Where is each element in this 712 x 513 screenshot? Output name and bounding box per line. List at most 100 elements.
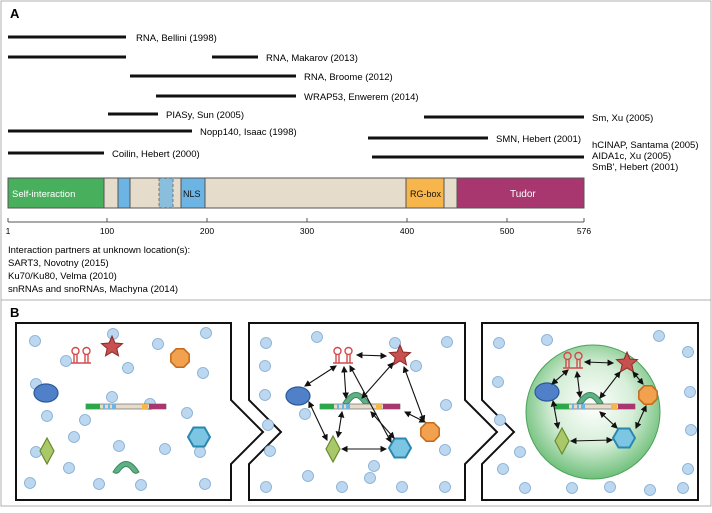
star-protein-icon (615, 350, 639, 373)
interaction-arrow (551, 369, 569, 385)
label-hcinap: hCINAP, Santama (2005) (592, 140, 699, 151)
rna-stem-icon (73, 354, 78, 363)
mini-nls (581, 404, 585, 409)
background-dot (410, 360, 422, 372)
label-rna-makarov: RNA, Makarov (2013) (266, 53, 358, 64)
tick-300: 300 (300, 226, 314, 236)
oval-protein-icon (534, 382, 560, 402)
label-nopp140: Nopp140, Isaac (1998) (200, 127, 297, 138)
rg-box-label: RG-box (410, 189, 442, 199)
rna-loop-icon (82, 346, 91, 356)
background-dot (566, 482, 578, 494)
background-dot (113, 440, 125, 452)
background-dot (159, 443, 171, 455)
hexagon-protein-icon (611, 427, 637, 449)
interaction-arrow (550, 399, 561, 430)
panel-b-label: B (10, 305, 19, 320)
background-dot (684, 386, 696, 398)
background-dot (494, 414, 506, 426)
tudor-label: Tudor (510, 189, 536, 200)
background-dot (497, 463, 509, 475)
unknown-item-2: Ku70/Ku80, Velma (2010) (8, 271, 117, 282)
background-dot (364, 472, 376, 484)
background-dot (264, 445, 276, 457)
oval-protein-icon (33, 383, 59, 403)
self-interaction-domain (8, 178, 104, 208)
background-dot (181, 407, 193, 419)
mini-blue-segment (572, 404, 574, 409)
diamond-protein-icon (39, 436, 55, 466)
background-dot (200, 327, 212, 339)
background-dot (106, 391, 118, 403)
background-dot (492, 376, 504, 388)
interaction-arrow (355, 351, 388, 360)
hexagon-protein-icon (387, 437, 413, 459)
diamond-protein-icon (325, 434, 341, 464)
background-dot (311, 331, 323, 343)
background-dot (396, 481, 408, 493)
tick-1: 1 (6, 226, 11, 236)
background-dot (439, 444, 451, 456)
interaction-bars: RNA, Bellini (1998) RNA, Makarov (2013) … (8, 33, 699, 173)
rna-loop-icon (563, 351, 572, 361)
diamond-protein-icon (554, 426, 570, 456)
interaction-arrow (599, 371, 621, 399)
interaction-arrow (404, 411, 426, 423)
background-dot (29, 335, 41, 347)
rna-loop-icon (333, 346, 342, 356)
background-dot (541, 334, 553, 346)
label-sm: Sm, Xu (2005) (592, 113, 653, 124)
star-protein-icon (388, 343, 412, 366)
background-dot (389, 337, 401, 349)
panel-b-frame (0, 299, 712, 507)
label-coilin: Coilin, Hebert (2000) (112, 149, 200, 160)
interaction-arrow (335, 410, 345, 439)
mini-blue-segment (108, 404, 110, 409)
blue-segment-1 (117, 177, 131, 209)
interaction-arrow (569, 436, 614, 445)
background-dot (441, 336, 453, 348)
interaction-arrow (599, 411, 618, 429)
background-dot (68, 431, 80, 443)
tick-200: 200 (200, 226, 214, 236)
background-dot (299, 408, 311, 420)
background-dot (197, 367, 209, 379)
hexagon-protein-icon (186, 426, 212, 448)
background-dot (259, 360, 271, 372)
unknown-location-list: Interaction partners at unknown location… (8, 245, 190, 295)
background-dot (262, 419, 274, 431)
background-dot (60, 355, 72, 367)
background-dot (682, 346, 694, 358)
background-dot (514, 446, 526, 458)
background-dot (682, 463, 694, 475)
background-dot (41, 410, 53, 422)
mini-self-interaction (555, 404, 569, 409)
rna-stem-icon (576, 359, 581, 368)
octagon-protein-icon (638, 385, 658, 405)
star-protein-icon (100, 334, 124, 357)
mini-nls (112, 404, 116, 409)
label-rna-broome: RNA, Broome (2012) (304, 72, 393, 83)
background-dot (653, 330, 665, 342)
rna-stem-icon (346, 354, 351, 363)
self-interaction-label: Self-interaction (12, 189, 75, 200)
background-dot (30, 446, 42, 458)
mini-tudor (149, 404, 166, 409)
interaction-arrow (341, 365, 349, 400)
crescent-protein-icon (112, 461, 140, 474)
background-dot (685, 424, 697, 436)
background-dot (24, 477, 36, 489)
label-rna-bellini: RNA, Bellini (1998) (136, 33, 217, 44)
background-dot (194, 446, 206, 458)
rna-stem-icon (84, 354, 89, 363)
background-dot (260, 337, 272, 349)
unknown-item-1: SART3, Novotny (2015) (8, 258, 109, 269)
nls-domain (180, 177, 206, 209)
rna-loop-icon (71, 346, 80, 356)
background-dot (135, 479, 147, 491)
oval-protein-icon (285, 386, 311, 406)
mini-self-interaction (320, 404, 334, 409)
label-piasy: PIASy, Sun (2005) (166, 110, 244, 121)
background-dot (93, 478, 105, 490)
mini-tudor (383, 404, 400, 409)
